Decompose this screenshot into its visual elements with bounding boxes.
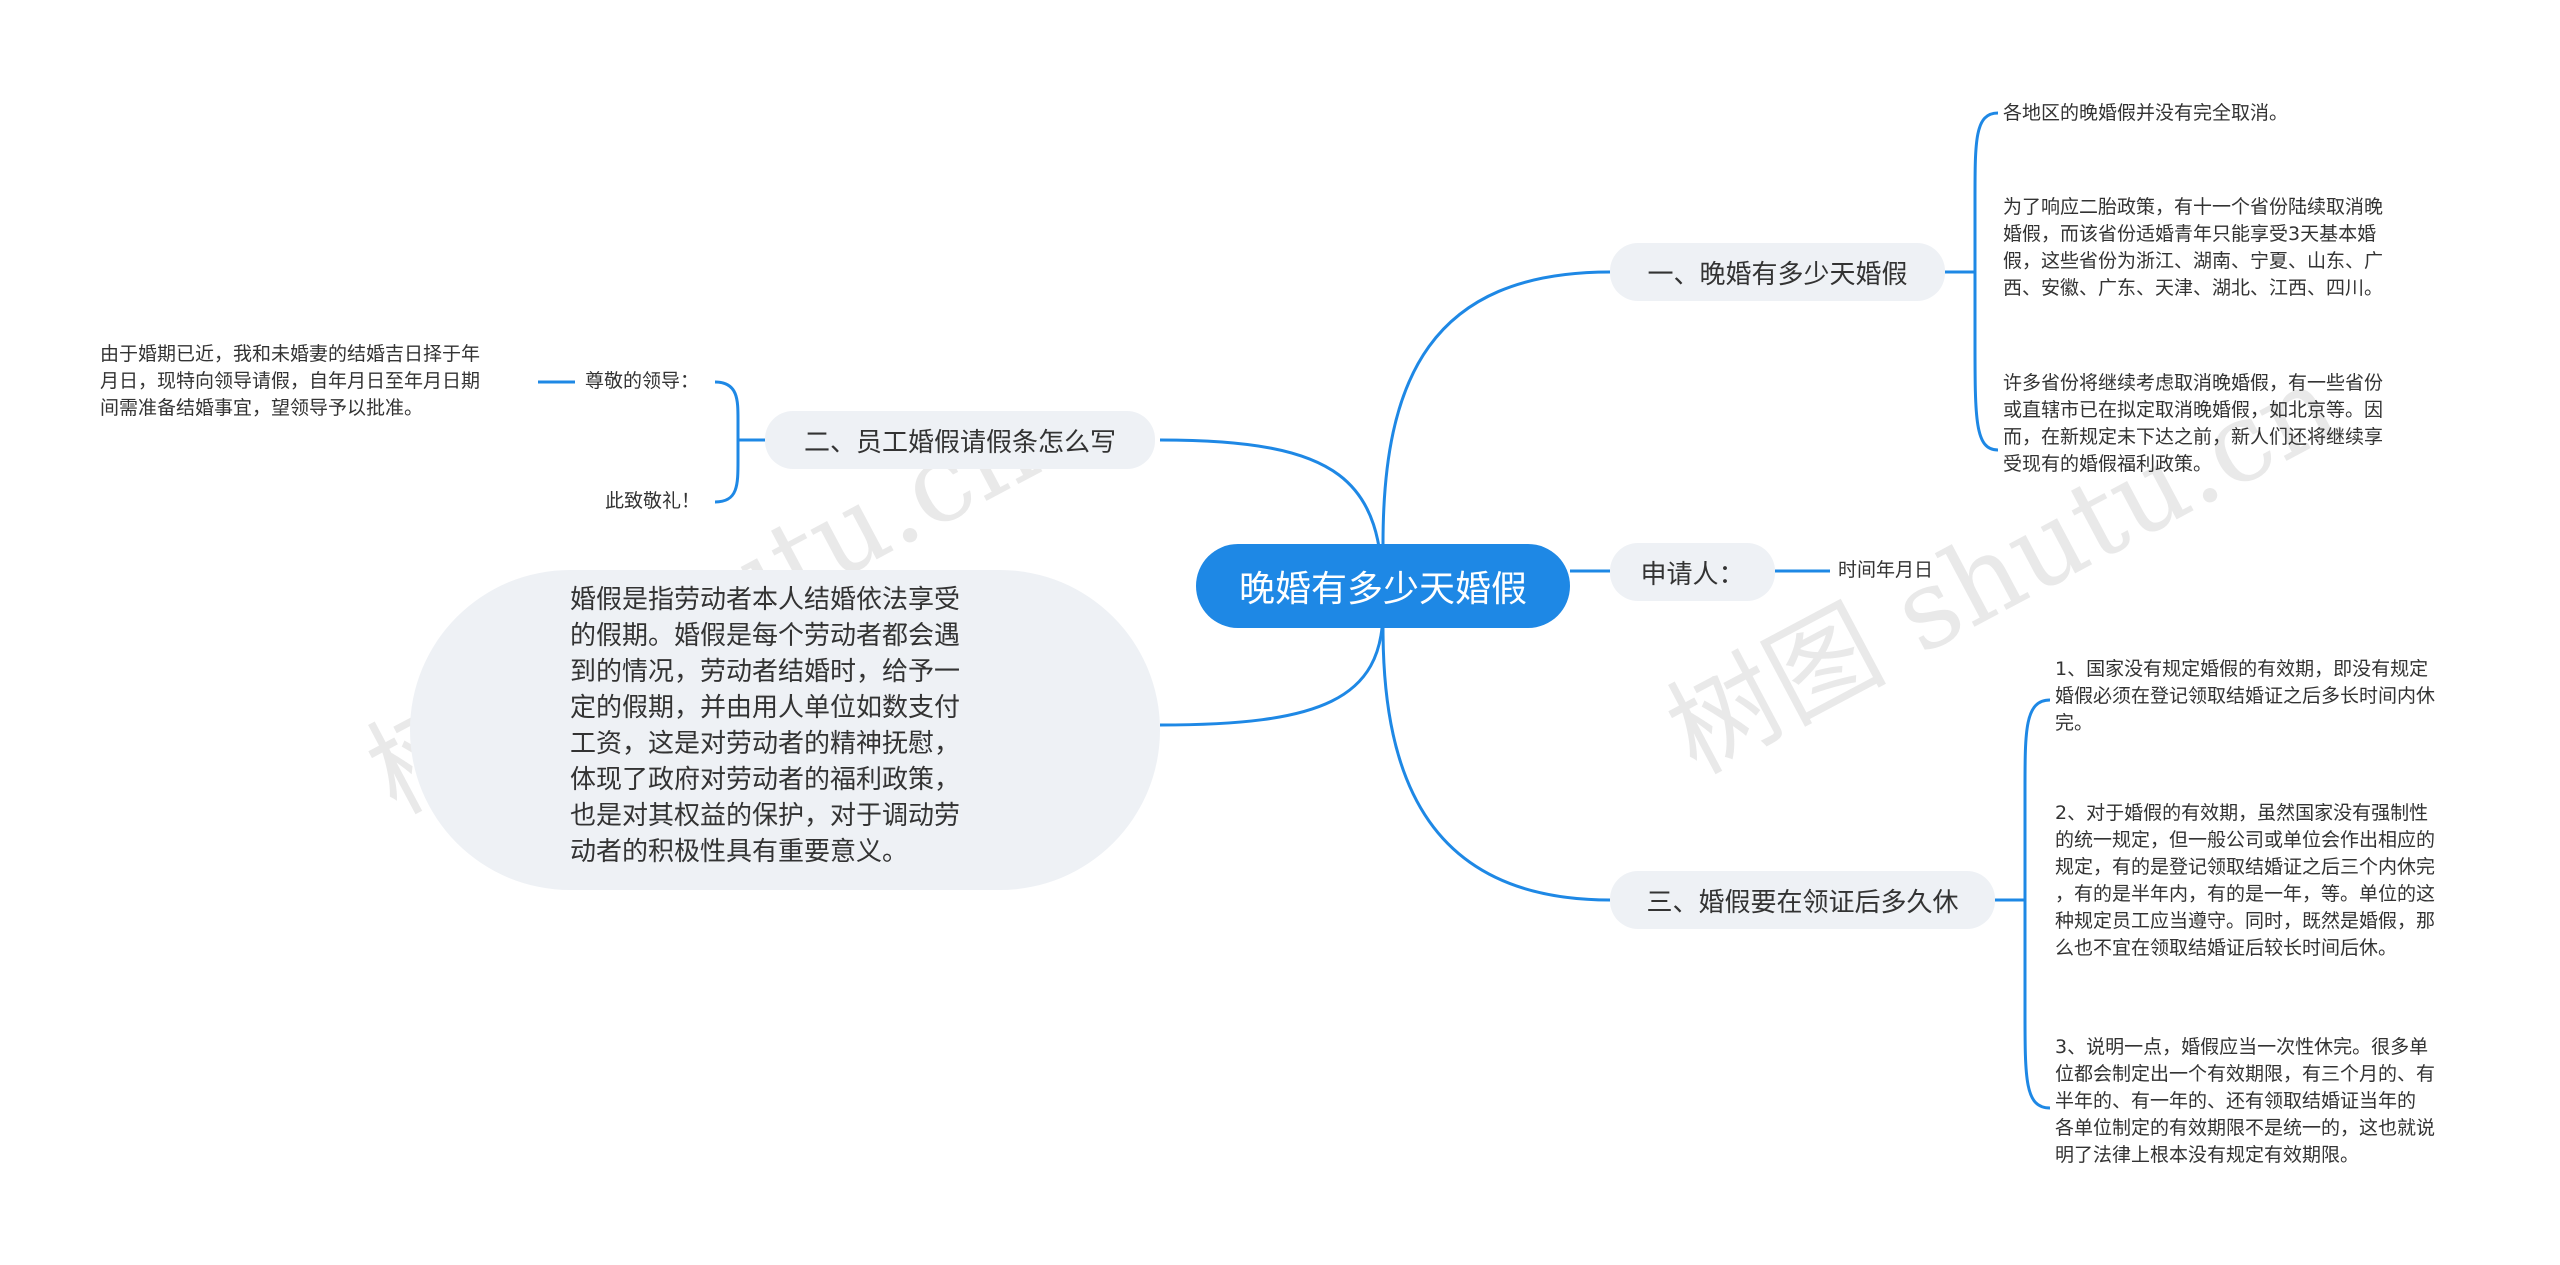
text-line: 定的假期，并由用人单位如数支付: [570, 693, 961, 723]
text-line: 的假期。婚假是每个劳动者都会遇: [570, 621, 961, 651]
text-line: 位都会制定出一个有效期限，有三个月的、有: [2055, 1063, 2436, 1085]
text-line: 许多省份将继续考虑取消晚婚假，有一些省份: [2003, 372, 2384, 394]
text-line: 婚假必须在登记领取结婚证之后多长时间内休: [2055, 685, 2436, 707]
text-line: 规定，有的是登记领取结婚证之后三个内休完: [2055, 856, 2436, 878]
text-line: 也是对其权益的保护，对于调动劳: [570, 801, 961, 831]
text-line: 各单位制定的有效期限不是统一的，这也就说: [2055, 1117, 2436, 1139]
branch-node-2[interactable]: 申请人：: [1610, 543, 1775, 601]
sub-node-salutation[interactable]: 尊敬的领导：: [585, 370, 700, 392]
text-line: 2、对于婚假的有效期，虽然国家没有强制性: [2055, 802, 2429, 824]
connector-b4-bracket: [714, 380, 740, 504]
text-line: 间需准备结婚事宜，望领导予以批准。: [100, 397, 424, 419]
text-line: 完。: [2055, 712, 2094, 734]
text-line: 半年的、有一年的、还有领取结婚证当年的: [2055, 1090, 2417, 1112]
text-line: 由于婚期已近，我和未婚妻的结婚吉日择于年: [100, 343, 481, 365]
leaf-node[interactable]: 3、说明一点，婚假应当一次性休完。很多单 位都会制定出一个有效期限，有三个月的、…: [2055, 1034, 2435, 1169]
text-line: 婚假是指劳动者本人结婚依法享受: [570, 585, 961, 615]
branch-node-5[interactable]: 婚假是指劳动者本人结婚依法享受 的假期。婚假是每个劳动者都会遇 到的情况，劳动者…: [410, 570, 1160, 890]
text-line: 1、国家没有规定婚假的有效期，即没有规定: [2055, 658, 2429, 680]
text-line: 西、安徽、广东、天津、湖北、江西、四川。: [2003, 277, 2384, 299]
text-line: 而，在新规定未下达之前，新人们还将继续享: [2003, 426, 2384, 448]
text-line: ，有的是半年内，有的是一年，等。单位的这: [2055, 883, 2436, 905]
leaf-node[interactable]: 为了响应二胎政策，有十一个省份陆续取消晚 婚假，而该省份适婚青年只能享受3天基本…: [2003, 194, 2383, 302]
branch-node-4[interactable]: 二、员工婚假请假条怎么写: [765, 411, 1155, 469]
text-line: 假，这些省份为浙江、湖南、宁夏、山东、广: [2003, 250, 2384, 272]
text-line: 为了响应二胎政策，有十一个省份陆续取消晚: [2003, 196, 2384, 218]
connector-b1-bracket: [1973, 111, 1999, 452]
text-line: 体现了政府对劳动者的福利政策，: [570, 765, 961, 795]
text-line: 工资，这是对劳动者的精神抚慰，: [570, 729, 961, 759]
text-line: 3、说明一点，婚假应当一次性休完。很多单: [2055, 1036, 2429, 1058]
text-line: 到的情况，劳动者结婚时，给予一: [570, 657, 961, 687]
text-line: 或直辖市已在拟定取消晚婚假，如北京等。因: [2003, 399, 2384, 421]
leaf-node[interactable]: 由于婚期已近，我和未婚妻的结婚吉日择于年 月日，现特向领导请假，自年月日至年月日…: [100, 341, 480, 422]
text-line: 么也不宜在领取结婚证后较长时间后休。: [2055, 937, 2398, 959]
root-node[interactable]: 晚婚有多少天婚假: [1196, 544, 1570, 628]
text-line: 种规定员工应当遵守。同时，既然是婚假，那: [2055, 910, 2436, 932]
connector-root-b3: [1381, 627, 1611, 902]
text-line: 明了法律上根本没有规定有效期限。: [2055, 1144, 2360, 1166]
text-line: 月日，现特向领导请假，自年月日至年月日期: [100, 370, 481, 392]
branch-node-1[interactable]: 一、晚婚有多少天婚假: [1610, 243, 1945, 301]
text-line: 受现有的婚假福利政策。: [2003, 453, 2213, 475]
text-line: 婚假，而该省份适婚青年只能享受3天基本婚: [2003, 223, 2377, 245]
sub-node-closing[interactable]: 此致敬礼！: [605, 490, 701, 512]
leaf-node[interactable]: 2、对于婚假的有效期，虽然国家没有强制性 的统一规定，但一般公司或单位会作出相应…: [2055, 800, 2435, 962]
leaf-node[interactable]: 许多省份将继续考虑取消晚婚假，有一些省份 或直辖市已在拟定取消晚婚假，如北京等。…: [2003, 370, 2383, 478]
leaf-node[interactable]: 时间年月日: [1838, 557, 1933, 584]
branch-node-3[interactable]: 三、婚假要在领证后多久休: [1610, 871, 1995, 929]
text-line: 动者的积极性具有重要意义。: [570, 837, 909, 867]
text-line: 的统一规定，但一般公司或单位会作出相应的: [2055, 829, 2436, 851]
text-line: 各地区的晚婚假并没有完全取消。: [2003, 102, 2289, 124]
leaf-node[interactable]: 各地区的晚婚假并没有完全取消。: [2003, 100, 2288, 127]
text-line: 时间年月日: [1838, 559, 1934, 581]
connector-root-b5: [1159, 609, 1385, 727]
leaf-node[interactable]: 1、国家没有规定婚假的有效期，即没有规定 婚假必须在登记领取结婚证之后多长时间内…: [2055, 656, 2435, 737]
connector-root-b1: [1381, 270, 1611, 545]
connector-b3-bracket: [2023, 698, 2051, 1110]
